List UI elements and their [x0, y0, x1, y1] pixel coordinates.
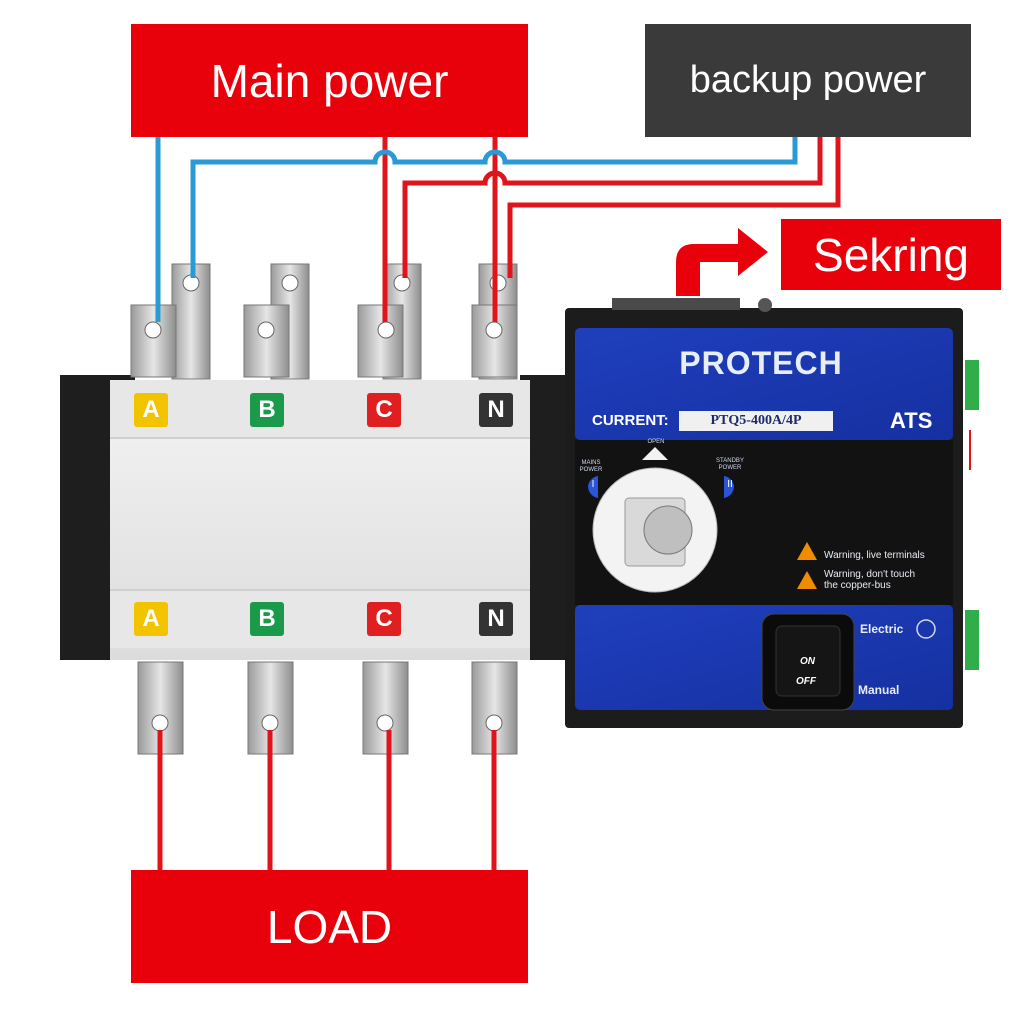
phase-badge-c-top: C — [367, 393, 401, 427]
selector-knob — [643, 505, 693, 555]
load-wires — [157, 730, 497, 870]
phase-badge-a-top: A — [134, 393, 168, 427]
backup-power-label: backup power — [645, 24, 971, 137]
backup-power-wires — [190, 137, 841, 278]
warning-icon-2 — [797, 571, 817, 589]
top-terminals — [130, 263, 518, 380]
mode-electric-label: Electric — [860, 622, 904, 636]
electric-icon — [916, 619, 936, 639]
mains-power-label: MAINS POWER — [579, 460, 603, 473]
phase-badge-a-bottom: A — [134, 602, 168, 636]
warning-text-2a: Warning, don't touch — [824, 569, 916, 580]
main-power-wires — [155, 137, 498, 322]
phase-badge-n-top: N — [479, 393, 513, 427]
warning-icon — [797, 542, 817, 560]
terminal-main-a — [130, 304, 177, 378]
position-2-label: II — [727, 479, 733, 490]
terminal-load-c — [362, 661, 409, 755]
switch-off-label: OFF — [796, 676, 816, 687]
mode-manual-label: Manual — [858, 683, 900, 697]
phase-badge-c-bottom: C — [367, 602, 401, 636]
position-1-label: I — [591, 479, 595, 490]
warning-text-2b: the copper-bus — [824, 580, 891, 591]
terminal-main-c — [357, 304, 404, 378]
backup-wire-red-2 — [507, 137, 841, 278]
warning-text-1: Warning, live terminals — [824, 550, 925, 561]
open-label: OPEN — [647, 439, 665, 445]
phase-badge-b-top: B — [250, 393, 284, 427]
switch-on-label: ON — [800, 656, 815, 667]
backup-wire-blue — [190, 137, 798, 278]
phase-badge-b-bottom: B — [250, 602, 284, 636]
backup-wire-red-1 — [402, 137, 823, 278]
sekring-arrow-icon — [676, 228, 768, 296]
brand-name: PROTECH — [679, 345, 843, 381]
standby-power-label: STANDBY POWER — [716, 458, 744, 471]
load-label: LOAD — [131, 870, 528, 983]
current-label: CURRENT: — [592, 412, 669, 429]
control-panel-face — [575, 328, 953, 440]
bottom-terminals — [137, 661, 518, 755]
terminal-main-b — [243, 304, 290, 378]
main-power-label: Main power — [131, 24, 528, 137]
sekring-label: Sekring — [781, 219, 1001, 290]
controller-unit — [565, 298, 979, 728]
model-number: PTQ5-400A/4P — [679, 411, 833, 431]
device-type: ATS — [890, 408, 933, 433]
phase-badge-n-bottom: N — [479, 602, 513, 636]
